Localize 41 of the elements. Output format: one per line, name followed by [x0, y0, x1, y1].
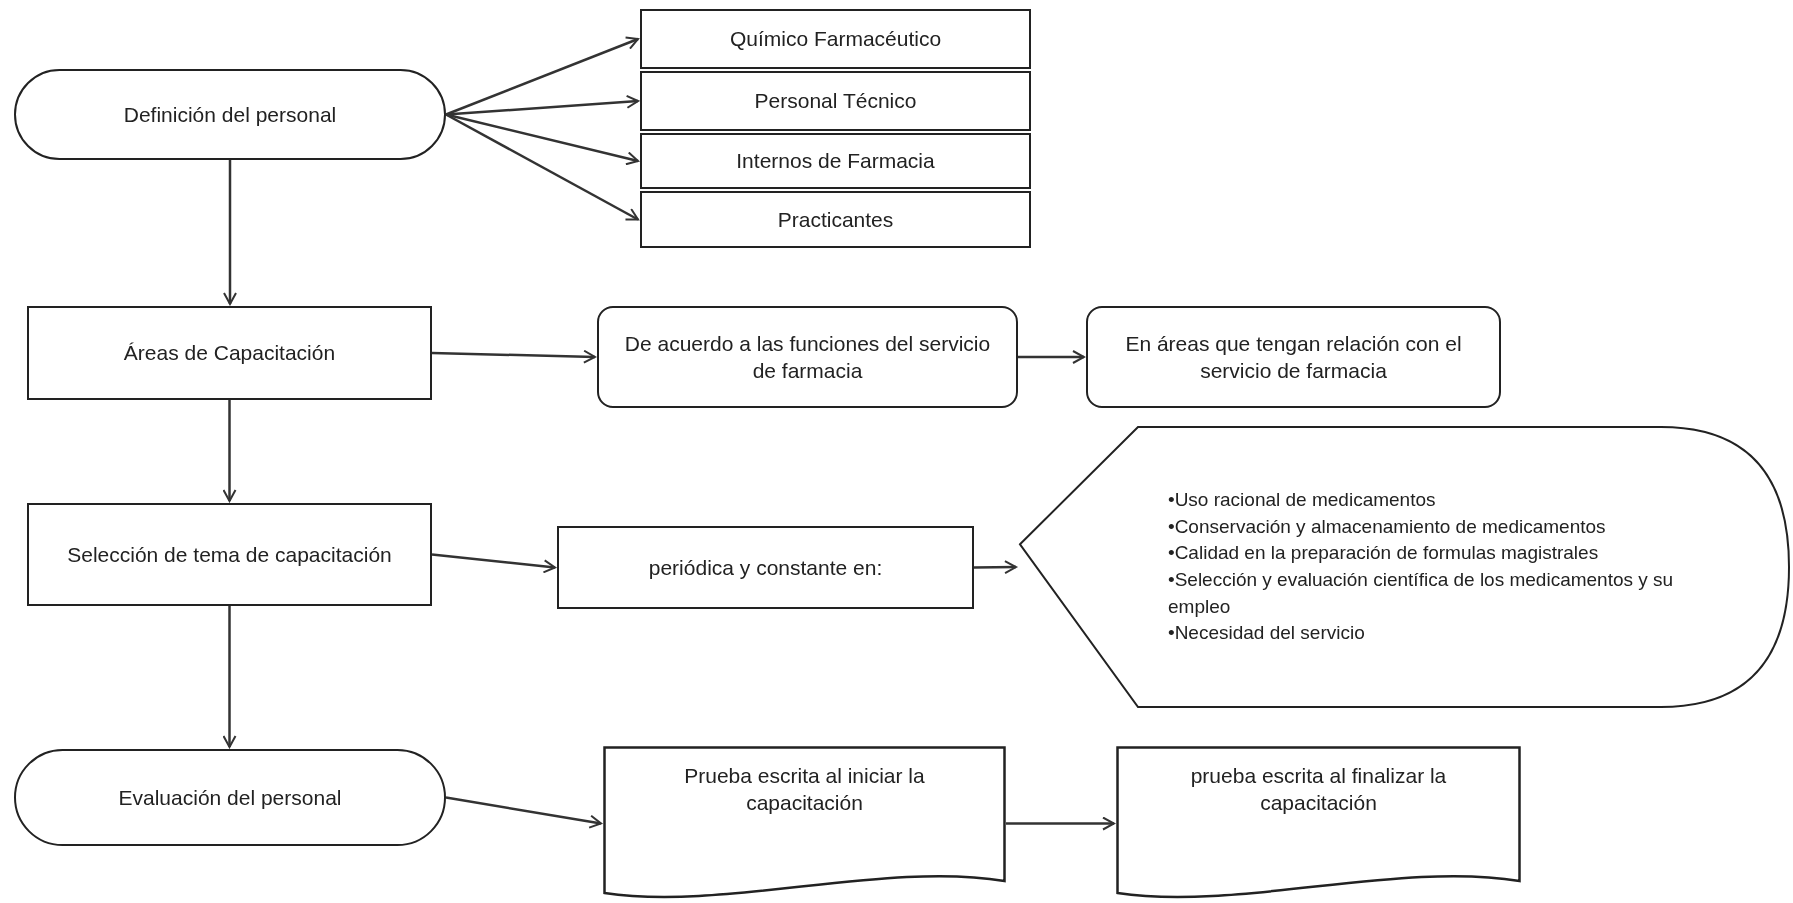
node-text: Personal Técnico	[753, 88, 918, 115]
node-text: prueba escrita al finalizar la capacitación	[1189, 763, 1448, 817]
arrow	[1006, 816, 1115, 831]
node-text: Prueba escrita al iniciar la capacitación	[683, 763, 926, 817]
process-box	[27, 306, 432, 400]
list-item: •Uso racional de medicamentos	[1168, 488, 1437, 513]
process-box	[27, 503, 432, 606]
document-shape	[603, 746, 1006, 901]
callout-shape	[1018, 425, 1791, 709]
node-text: Practicantes	[776, 206, 895, 233]
process-box	[640, 191, 1031, 248]
arrow	[445, 36, 639, 116]
node-text: Evaluación del personal	[117, 784, 343, 811]
list-item: •Calidad en la preparación de formulas magistrales	[1168, 541, 1600, 566]
list-item: •Selección y evaluación científica de los medicamentos y su empleo	[1168, 568, 1675, 619]
node-text: Definición del personal	[122, 101, 338, 128]
node-text: Químico Farmacéutico	[728, 26, 943, 53]
arrow	[1018, 350, 1085, 364]
process-box	[640, 9, 1031, 69]
rounded-box	[597, 306, 1018, 408]
node-text: Selección de tema de capacitación	[66, 541, 393, 568]
node-text: En áreas que tengan relación con el servicio de farmacia	[1124, 330, 1463, 384]
node-text: Internos de Farmacia	[735, 148, 936, 175]
list-item: •Necesidad del servicio	[1168, 621, 1366, 646]
node-text: periódica y constante en:	[647, 554, 884, 581]
node-text: Áreas de Capacitación	[122, 340, 337, 367]
rounded-box	[1086, 306, 1501, 408]
arrow	[431, 553, 556, 574]
arrow	[445, 113, 639, 221]
document-shape	[1116, 746, 1521, 901]
arrow	[431, 349, 596, 364]
arrow	[445, 796, 602, 829]
process-box	[640, 133, 1031, 189]
arrow	[974, 560, 1017, 575]
process-box	[640, 71, 1031, 131]
list-item: •Conservación y almacenamiento de medicamentos	[1168, 514, 1607, 539]
arrow	[222, 400, 237, 502]
arrow	[223, 160, 237, 305]
arrow	[222, 606, 237, 748]
node-text: De acuerdo a las funciones del servicio de farmacia	[623, 330, 992, 384]
process-box	[557, 526, 974, 609]
